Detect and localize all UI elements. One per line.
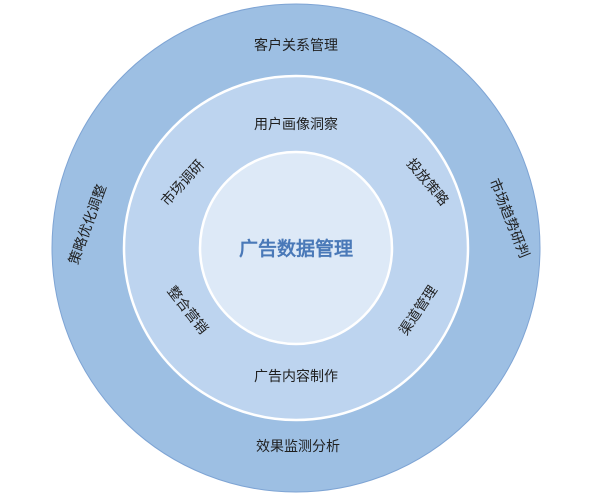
middle-label-top: 用户画像洞察 [254, 116, 338, 133]
middle-label-bottom: 广告内容制作 [254, 368, 338, 385]
outer-label-top: 客户关系管理 [254, 37, 338, 54]
center-label: 广告数据管理 [239, 237, 353, 260]
inner-circle [198, 150, 394, 346]
outer-label-bottom: 效果监测分析 [256, 439, 340, 455]
